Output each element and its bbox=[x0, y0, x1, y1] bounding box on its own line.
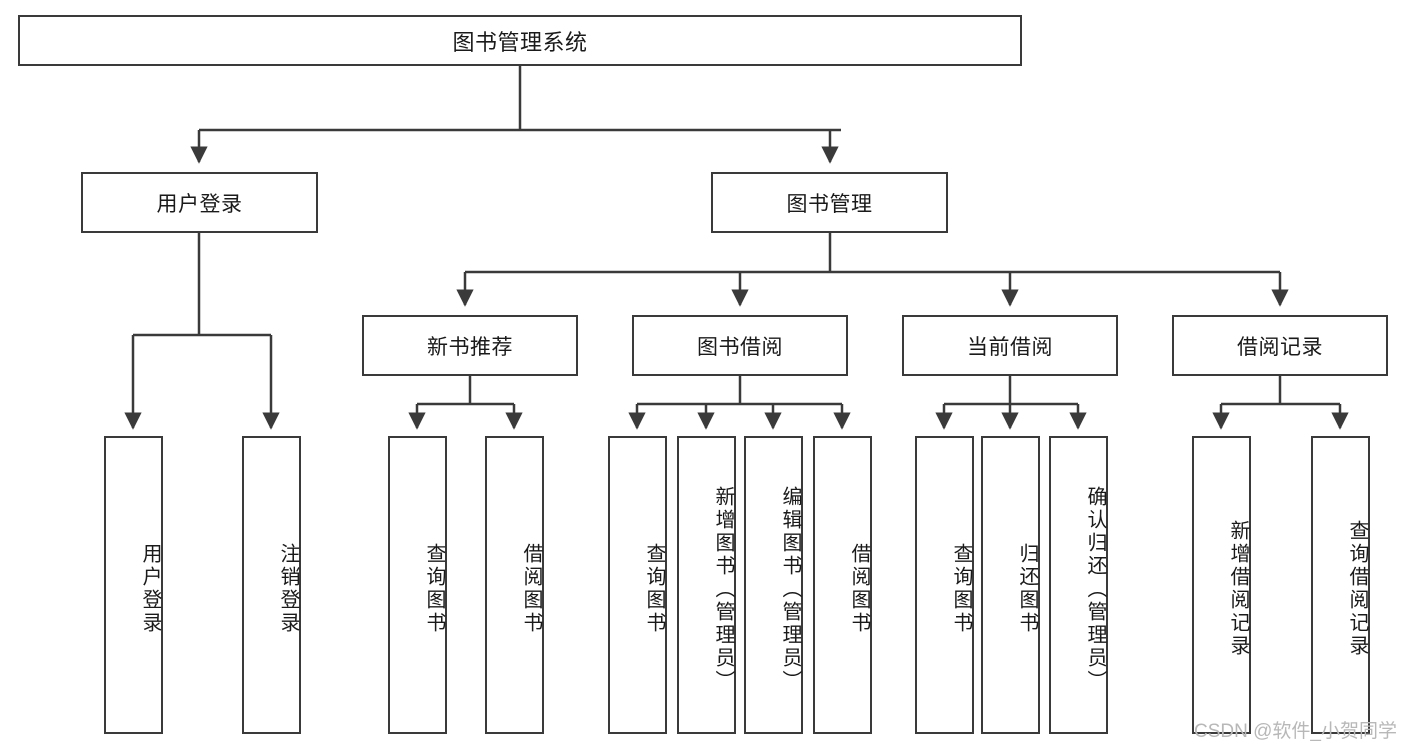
leaf-borrow-edit-book-admin[interactable]: 编辑图书（管理员） bbox=[744, 436, 803, 734]
node-label: 查询图书 bbox=[423, 543, 445, 635]
edges-root bbox=[190, 66, 841, 164]
node-label: 图书管理 bbox=[786, 192, 873, 216]
node-root-system[interactable]: 图书管理系统 bbox=[18, 15, 1022, 66]
node-label: 新增图书（管理员） bbox=[712, 485, 734, 693]
leaf-record-query-borrow-record[interactable]: 查询借阅记录 bbox=[1311, 436, 1370, 734]
leaf-user-logout[interactable]: 注销登录 bbox=[242, 436, 301, 734]
edges-borrow bbox=[628, 376, 851, 430]
edges-current bbox=[935, 376, 1087, 430]
node-label: 编辑图书（管理员） bbox=[779, 485, 801, 693]
leaf-newbook-query-book[interactable]: 查询图书 bbox=[388, 436, 447, 734]
edges-bookmgmt bbox=[456, 233, 1289, 307]
edges-newbook bbox=[408, 376, 523, 430]
node-label: 借阅记录 bbox=[1237, 335, 1323, 359]
node-label: 查询图书 bbox=[643, 543, 665, 635]
node-book-borrow[interactable]: 图书借阅 bbox=[632, 315, 848, 376]
edges-record bbox=[1212, 376, 1349, 430]
node-label: 注销登录 bbox=[277, 543, 299, 635]
node-borrow-record[interactable]: 借阅记录 bbox=[1172, 315, 1388, 376]
edges-login bbox=[124, 233, 280, 430]
node-label: 确认归还（管理员） bbox=[1084, 485, 1106, 693]
node-label: 用户登录 bbox=[139, 543, 161, 635]
node-label: 图书借阅 bbox=[697, 335, 783, 359]
node-label: 查询图书 bbox=[950, 543, 972, 635]
node-label: 归还图书 bbox=[1016, 543, 1038, 635]
leaf-borrow-query-book[interactable]: 查询图书 bbox=[608, 436, 667, 734]
leaf-borrow-lend-book[interactable]: 借阅图书 bbox=[813, 436, 872, 734]
leaf-record-add-borrow-record[interactable]: 新增借阅记录 bbox=[1192, 436, 1251, 734]
node-label: 新增借阅记录 bbox=[1227, 520, 1249, 658]
leaf-current-query-book[interactable]: 查询图书 bbox=[915, 436, 974, 734]
node-label: 用户登录 bbox=[156, 192, 243, 216]
leaf-user-login[interactable]: 用户登录 bbox=[104, 436, 163, 734]
leaf-current-return-book[interactable]: 归还图书 bbox=[981, 436, 1040, 734]
node-label: 新书推荐 bbox=[427, 335, 513, 359]
node-book-management[interactable]: 图书管理 bbox=[711, 172, 948, 233]
node-user-login[interactable]: 用户登录 bbox=[81, 172, 318, 233]
leaf-newbook-borrow-book[interactable]: 借阅图书 bbox=[485, 436, 544, 734]
node-label: 借阅图书 bbox=[848, 543, 870, 635]
node-label: 查询借阅记录 bbox=[1346, 520, 1368, 658]
node-current-borrow[interactable]: 当前借阅 bbox=[902, 315, 1118, 376]
node-label: 图书管理系统 bbox=[452, 29, 588, 55]
node-new-book-recommend[interactable]: 新书推荐 bbox=[362, 315, 578, 376]
node-label: 当前借阅 bbox=[967, 335, 1053, 359]
leaf-current-confirm-return-admin[interactable]: 确认归还（管理员） bbox=[1049, 436, 1108, 734]
leaf-borrow-add-book-admin[interactable]: 新增图书（管理员） bbox=[677, 436, 736, 734]
node-label: 借阅图书 bbox=[520, 543, 542, 635]
